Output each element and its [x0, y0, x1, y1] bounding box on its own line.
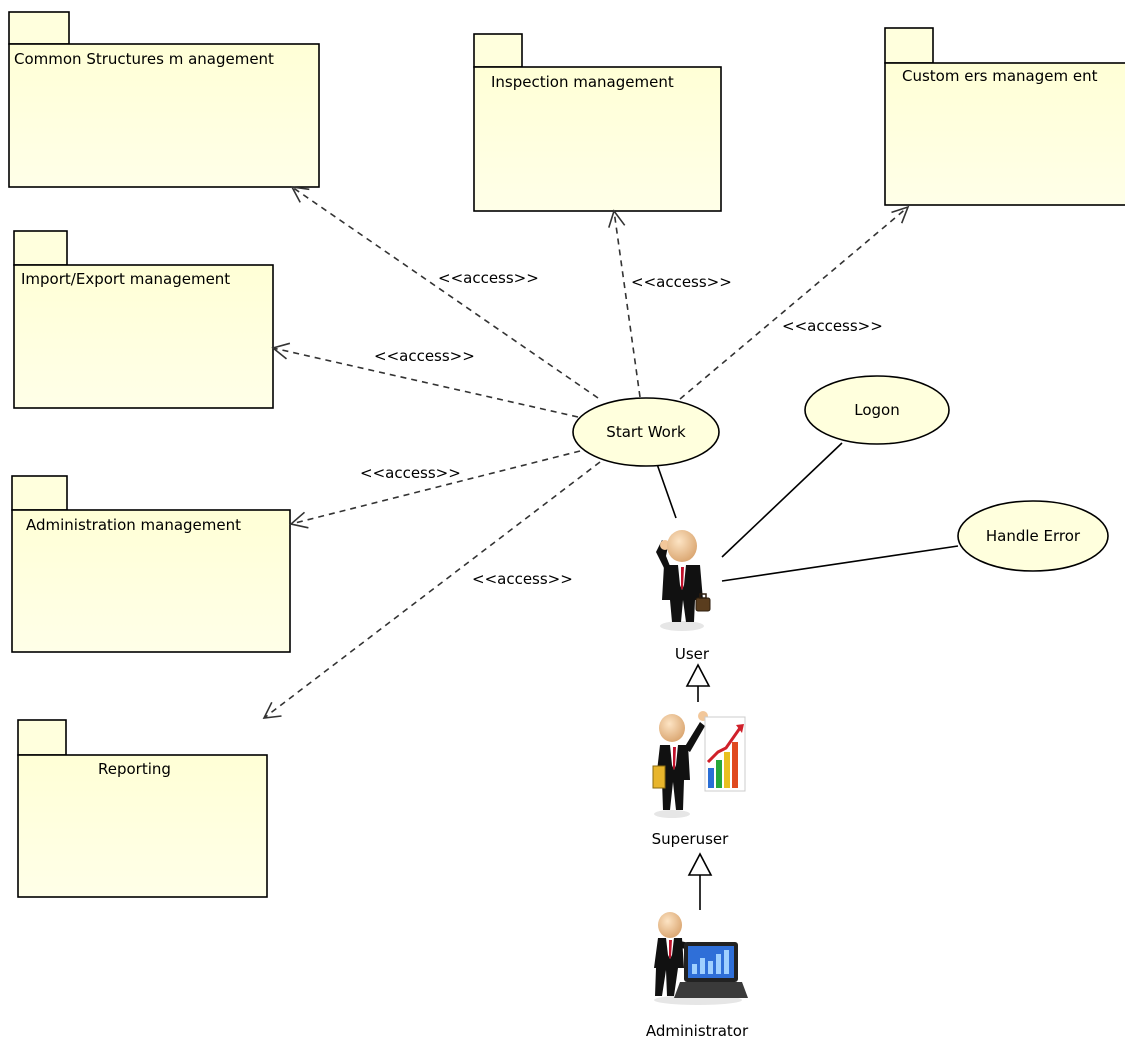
use-case-label: Start Work: [606, 423, 686, 441]
actor-label: Superuser: [652, 830, 729, 848]
package-body: [17, 754, 268, 898]
package-tab: [884, 27, 934, 64]
use-case-label: Logon: [854, 401, 899, 419]
association-start-work-user: [656, 463, 677, 519]
package-tab: [8, 11, 70, 45]
package-import-export[interactable]: Import/Export management: [13, 230, 274, 409]
package-tab: [473, 33, 523, 68]
arrowhead: [271, 342, 291, 360]
actor-user[interactable]: User: [656, 530, 711, 663]
dependency-customers[interactable]: [679, 205, 910, 400]
access-label: <<access>>: [438, 269, 539, 287]
package-label: Custom ers managem ent: [902, 67, 1098, 85]
dependency-line: [291, 186, 599, 399]
package-inspection[interactable]: Inspection management: [473, 33, 722, 212]
dependency-line: [679, 206, 909, 400]
package-body: [8, 43, 320, 188]
package-label: Common Structures m anagement: [14, 50, 274, 68]
actor-label: Administrator: [646, 1022, 749, 1040]
businessman-laptop-icon: [654, 912, 748, 1005]
package-label: Inspection management: [491, 73, 674, 91]
package-reporting[interactable]: Reporting: [17, 719, 268, 898]
package-body: [11, 509, 291, 653]
access-label: <<access>>: [782, 317, 883, 335]
actor-label: User: [675, 645, 710, 663]
package-label: Administration management: [26, 516, 241, 534]
arrowhead: [262, 701, 282, 719]
arrowhead: [891, 205, 910, 224]
access-label: <<access>>: [472, 570, 573, 588]
package-label: Reporting: [98, 760, 171, 778]
package-tab: [17, 719, 67, 756]
dependency-line: [263, 461, 601, 719]
arrowhead: [290, 186, 310, 203]
use-case-ellipse: [572, 397, 720, 467]
dependency-administration[interactable]: [289, 450, 581, 529]
dependency-inspection[interactable]: [608, 209, 641, 398]
generalization-administrator-superuser: [687, 852, 713, 910]
actor-superuser[interactable]: Superuser: [652, 711, 746, 848]
package-body: [13, 264, 274, 409]
package-label: Import/Export management: [21, 270, 230, 288]
package-common-structures[interactable]: Common Structures m anagement: [8, 11, 320, 188]
dependency-common-structures[interactable]: [290, 186, 599, 399]
dependency-reporting[interactable]: [262, 461, 601, 719]
access-label: <<access>>: [374, 347, 475, 365]
use-case-label: Handle Error: [986, 527, 1081, 545]
access-label: <<access>>: [631, 273, 732, 291]
dependency-line: [290, 450, 581, 525]
package-body: [884, 62, 1125, 206]
arrowhead: [608, 209, 626, 228]
association-handle-error-user: [721, 545, 959, 582]
access-label: <<access>>: [360, 464, 461, 482]
package-customers[interactable]: Custom ers managem ent: [884, 27, 1125, 206]
dependency-line: [272, 347, 579, 418]
association-logon-user: [721, 442, 843, 558]
use-case-start-work[interactable]: Start Work: [572, 397, 720, 467]
dependency-line: [613, 210, 641, 398]
package-body: [473, 66, 722, 212]
dependency-import-export[interactable]: [271, 342, 579, 418]
arrowhead: [289, 511, 309, 529]
use-case-handle-error[interactable]: Handle Error: [957, 500, 1109, 572]
actor-administrator[interactable]: Administrator: [646, 912, 749, 1040]
generalization-triangle: [685, 663, 711, 687]
businessman-chart-icon: [652, 711, 746, 818]
use-case-ellipse: [804, 375, 950, 445]
generalization-superuser-user: [685, 663, 711, 702]
use-case-logon[interactable]: Logon: [804, 375, 950, 445]
package-tab: [11, 475, 68, 511]
businessman-phone-icon: [656, 530, 711, 631]
use-case-ellipse: [957, 500, 1109, 572]
generalization-triangle: [687, 852, 713, 876]
package-tab: [13, 230, 68, 266]
package-administration[interactable]: Administration management: [11, 475, 291, 653]
